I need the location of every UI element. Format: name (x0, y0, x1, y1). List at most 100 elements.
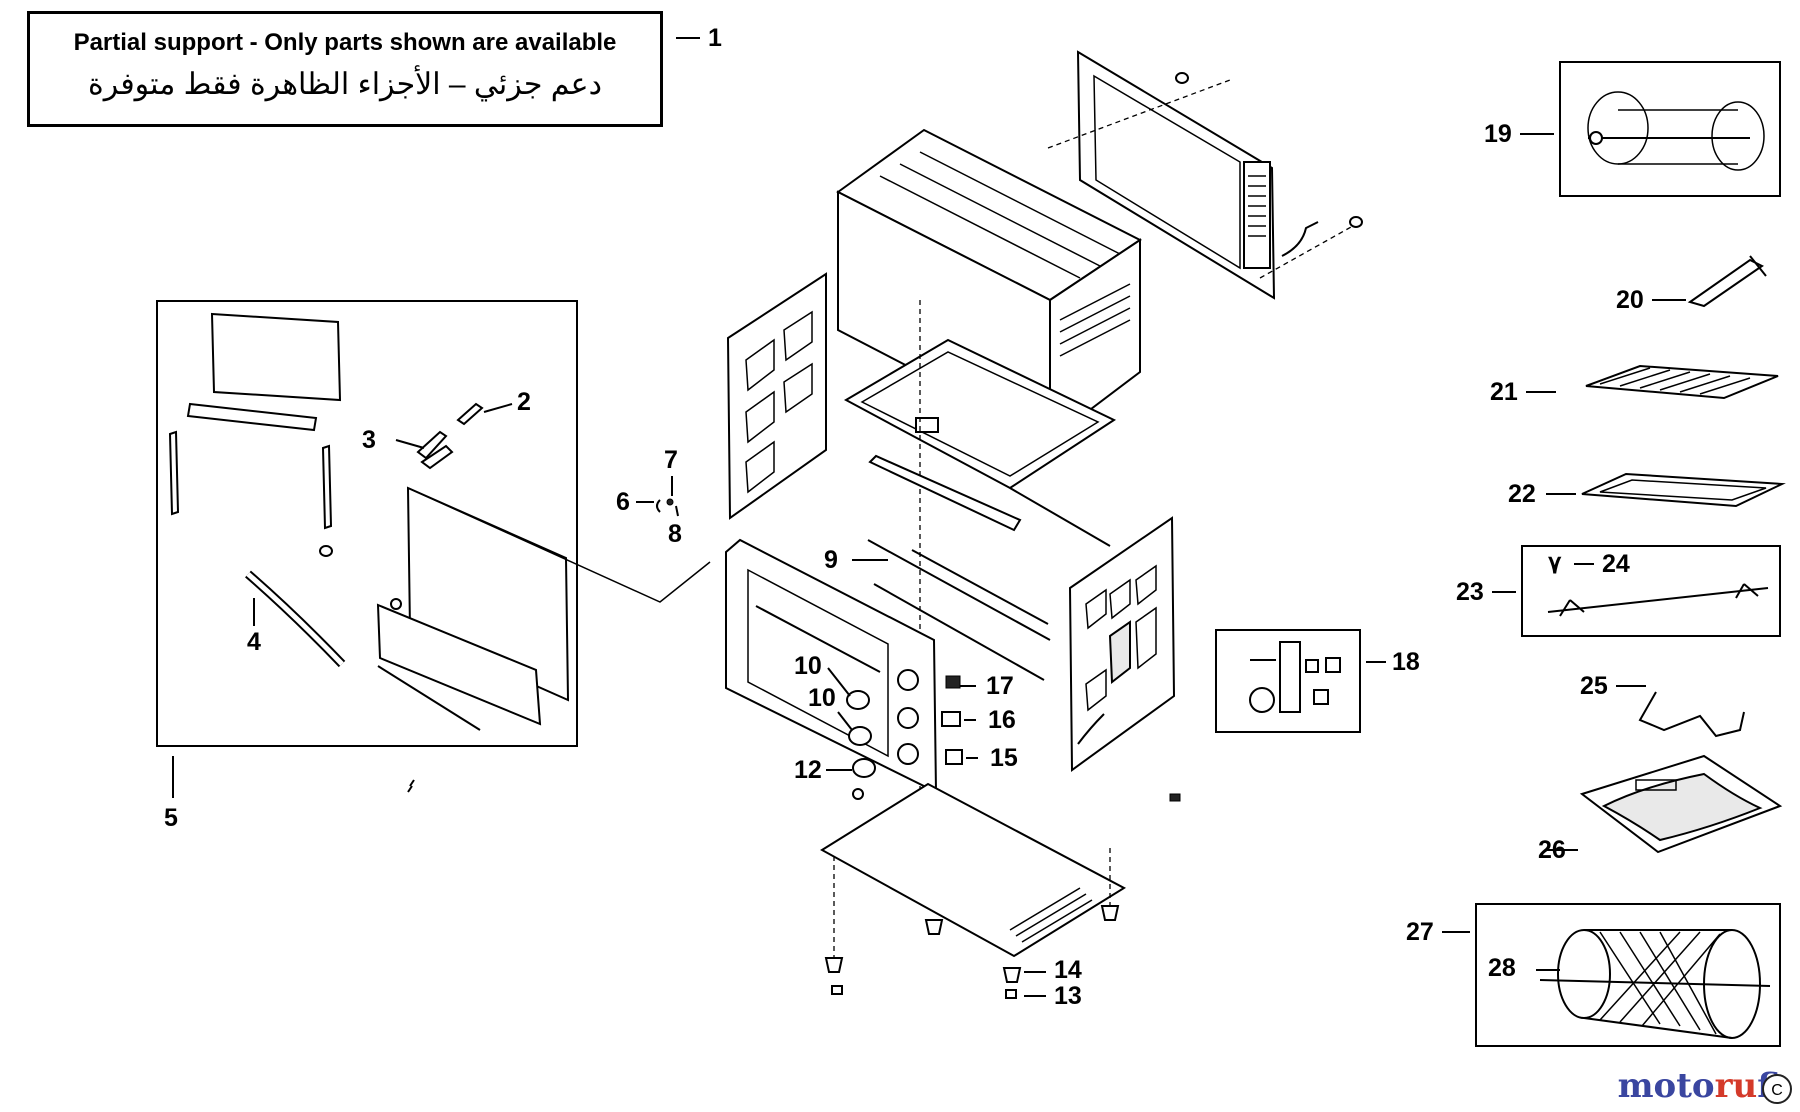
back-screw-bottom (1349, 216, 1363, 228)
callout-19[interactable]: 19 (1484, 120, 1512, 148)
callout-18[interactable]: 18 (1392, 648, 1420, 676)
knob-10a (846, 690, 870, 710)
callout-24-arabic[interactable]: ٧ (1548, 551, 1562, 579)
switch-parts-box (1215, 629, 1361, 733)
callout-16[interactable]: 16 (988, 706, 1016, 734)
back-panel (1076, 50, 1276, 300)
power-cord (1281, 221, 1319, 257)
tray-handle (1687, 258, 1764, 308)
clip-8 (675, 505, 679, 517)
front-panel-window (747, 568, 889, 758)
watermark-logo: motorufi (1618, 1066, 1782, 1106)
callout-1[interactable]: 1 (708, 24, 722, 52)
callout-5[interactable]: 5 (164, 804, 178, 832)
watermark-part1: moto (1617, 1066, 1715, 1106)
door-knob-dot (390, 598, 402, 610)
heat-shield (868, 454, 1022, 532)
switch-17 (945, 675, 961, 689)
callout-20[interactable]: 20 (1616, 286, 1644, 314)
front-panel (725, 538, 938, 794)
tray-latch (915, 417, 939, 433)
notice-english: Partial support - Only parts shown are a… (73, 29, 617, 56)
callout-15[interactable]: 15 (990, 744, 1018, 772)
bottom-vents (1009, 887, 1093, 943)
notice-arabic: دعم جزئي – الأجزاء الظاهرة فقط متوفرة (88, 68, 602, 101)
callout-13[interactable]: 13 (1054, 982, 1082, 1010)
rotisserie-wheel-left (1587, 91, 1649, 165)
spit-rod (1547, 587, 1769, 613)
heater-rod-lower (873, 583, 1045, 681)
callout-9[interactable]: 9 (824, 546, 838, 574)
door-screw (319, 545, 333, 557)
callout-21[interactable]: 21 (1490, 378, 1518, 406)
callout-10b[interactable]: 10 (808, 684, 836, 712)
door-left-rail (168, 430, 180, 516)
spit-box (1521, 545, 1781, 637)
callout-26[interactable]: 26 (1538, 836, 1566, 864)
knob-10b (848, 726, 872, 746)
rotisserie-frame-box (1559, 61, 1781, 197)
control-knobs (897, 669, 919, 765)
rotisserie-wheel-right (1711, 101, 1765, 171)
door-clip-b (420, 444, 454, 470)
door-rod (377, 665, 481, 731)
baking-tray (1581, 472, 1786, 508)
loose-screw (1169, 793, 1181, 802)
availability-notice: Partial support - Only parts shown are a… (27, 11, 663, 127)
callout-2[interactable]: 2 (517, 388, 531, 416)
door-hinge-bar (186, 402, 318, 432)
door-right-rail (321, 444, 333, 530)
leader-lines (172, 37, 1686, 997)
loose-spring (407, 779, 415, 793)
callout-25[interactable]: 25 (1580, 672, 1608, 700)
heater-rod-upper (867, 539, 1051, 641)
door-clip-c (456, 402, 484, 426)
callout-14[interactable]: 14 (1054, 956, 1082, 984)
left-side-panel (726, 272, 827, 520)
bottom-plate (820, 782, 1127, 958)
door-leader (407, 487, 711, 603)
callout-17[interactable]: 17 (986, 672, 1014, 700)
back-panel-window (1093, 74, 1241, 270)
timer-switch (1279, 641, 1301, 713)
watermark-badge: C (1762, 1074, 1792, 1104)
wire-rack (1585, 364, 1779, 400)
back-screw-top (1175, 72, 1189, 84)
callout-12[interactable]: 12 (794, 756, 822, 784)
crumb-tray (843, 338, 1117, 490)
gear-wheel (1249, 687, 1275, 713)
knob-12 (852, 758, 876, 778)
callout-7[interactable]: 7 (664, 446, 678, 474)
door-assembly-frame (156, 300, 578, 747)
basket-end-left (1557, 929, 1611, 1019)
callout-22[interactable]: 22 (1508, 480, 1536, 508)
rack-lifter (1638, 691, 1745, 738)
callout-27[interactable]: 27 (1406, 918, 1434, 946)
spit-fork-left (1559, 599, 1585, 617)
callout-23[interactable]: 23 (1456, 578, 1484, 606)
back-panel-vent (1243, 161, 1271, 269)
clip-6 (656, 499, 661, 513)
feet (824, 905, 1120, 999)
callout-6[interactable]: 6 (616, 488, 630, 516)
callout-4[interactable]: 4 (247, 628, 261, 656)
watermark-part2: ru (1714, 1066, 1758, 1106)
outer-glass-door (406, 486, 570, 702)
callout-10a[interactable]: 10 (794, 652, 822, 680)
callout-8[interactable]: 8 (668, 520, 682, 548)
door-lower-frame (376, 603, 542, 726)
switch-16 (941, 711, 961, 727)
callout-3[interactable]: 3 (362, 426, 376, 454)
cabinet-vents (1059, 283, 1131, 357)
inner-glass-pane (210, 312, 342, 402)
callout-24[interactable]: 24 (1602, 550, 1630, 578)
clip-7 (666, 498, 674, 506)
basket-box (1475, 903, 1781, 1047)
top-heater-rod (1009, 487, 1111, 547)
callout-28[interactable]: 28 (1488, 954, 1516, 982)
switch-15 (945, 749, 963, 765)
spit-fork-right (1735, 583, 1759, 599)
door-clip-a (416, 430, 448, 460)
